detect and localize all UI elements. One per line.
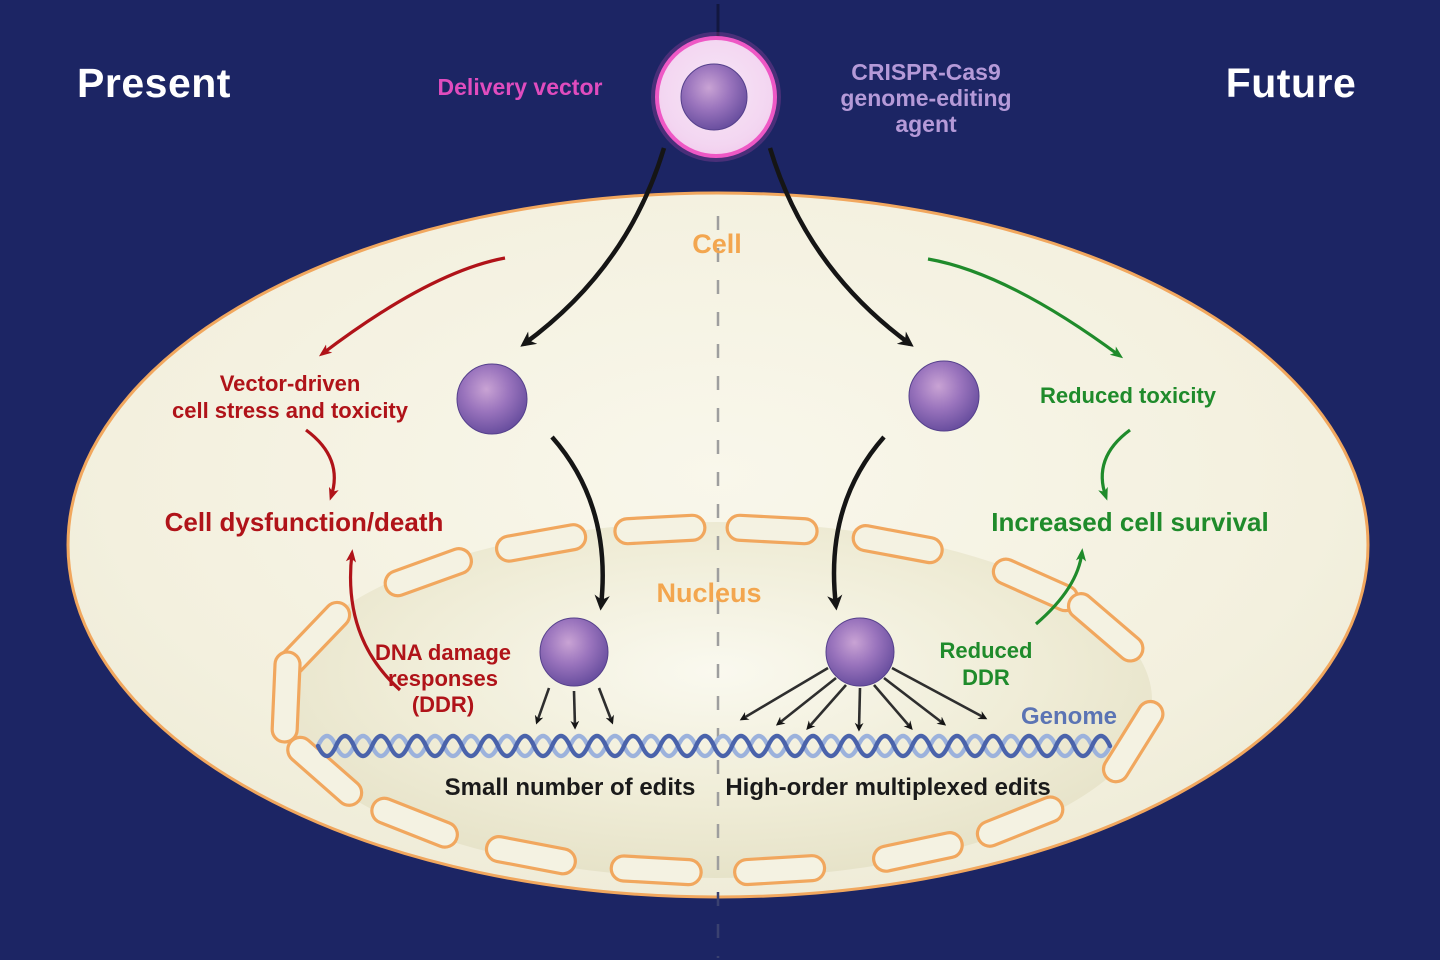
nuclear-envelope-segment <box>270 650 302 744</box>
nuclear-envelope-segment <box>383 547 473 598</box>
arrow-cytoplasm-to-nucleus-right <box>827 435 886 611</box>
edit-arrows-multiplexed <box>739 666 988 732</box>
nuclear-envelope <box>270 513 1165 887</box>
reduced-ddr-label: Reduced DDR <box>940 638 1033 690</box>
arrow-vector-to-cytoplasm-left <box>520 147 667 347</box>
nuclear-envelope-segment <box>1101 699 1165 784</box>
future-title: Future <box>1226 60 1357 106</box>
nucleus-body <box>280 522 1152 878</box>
nuclear-envelope-segment <box>733 854 827 887</box>
genome-label: Genome <box>1021 703 1117 730</box>
nuclear-envelope-segment <box>851 524 944 565</box>
increased-survival-label: Increased cell survival <box>991 507 1269 537</box>
agent-sphere-nucleus-right <box>825 617 895 687</box>
cas9-cargo-sphere <box>680 63 748 131</box>
nuclear-envelope-segment <box>613 513 707 546</box>
svg-text:(DDR): (DDR) <box>412 692 474 717</box>
agent-sphere-cytoplasm-left <box>456 363 528 435</box>
agent-sphere-nucleus-left <box>539 617 609 687</box>
arrow-cytoplasm-to-nucleus-left <box>550 435 610 611</box>
edit-arrows-small <box>534 687 614 730</box>
arrow-vector-to-cytoplasm-right <box>767 147 914 347</box>
nucleus-label: Nucleus <box>656 578 761 608</box>
nuclear-envelope-segment <box>609 854 703 887</box>
nuclear-envelope-segment <box>484 835 577 876</box>
delivery-vector-label: Delivery vector <box>438 74 603 100</box>
reduced-toxicity-label: Reduced toxicity <box>1040 383 1217 408</box>
svg-text:agent: agent <box>895 111 957 137</box>
nuclear-envelope-segment <box>370 796 459 849</box>
present-title: Present <box>77 60 231 106</box>
nuclear-envelope-segment <box>495 523 588 563</box>
nuclear-envelope-segment <box>872 831 964 873</box>
svg-text:DDR: DDR <box>962 665 1010 690</box>
nuclear-envelope-segment <box>725 513 819 546</box>
svg-text:Vector-driven: Vector-driven <box>220 371 361 396</box>
cell-label: Cell <box>692 229 742 259</box>
genome-dna-helix <box>315 733 1113 759</box>
small-edits-caption: Small number of edits <box>445 774 696 801</box>
multiplexed-edits-caption: High-order multiplexed edits <box>725 774 1050 801</box>
cell-dysfunction-label: Cell dysfunction/death <box>165 507 444 537</box>
vector-stress-label: Vector-driven cell stress and toxicity <box>172 371 409 423</box>
dna-damage-label: DNA damage responses (DDR) <box>375 640 511 717</box>
svg-text:genome-editing: genome-editing <box>840 85 1011 111</box>
svg-text:CRISPR-Cas9: CRISPR-Cas9 <box>851 59 1001 85</box>
arrow-green-to-survival <box>1098 428 1131 501</box>
svg-text:cell stress and toxicity: cell stress and toxicity <box>172 398 409 423</box>
delivery-vector-icon <box>651 32 781 162</box>
svg-text:Reduced: Reduced <box>940 638 1033 663</box>
nuclear-envelope-segment <box>1066 592 1145 663</box>
arrow-green-ddr-to-survival <box>1034 548 1087 626</box>
arrow-green-reduced-toxicity <box>927 257 1124 359</box>
arrow-red-to-dysfunction <box>305 428 339 501</box>
arrow-red-ddr-to-dysfunction <box>345 549 402 692</box>
agent-sphere-cytoplasm-right <box>908 360 980 432</box>
svg-text:DNA damage: DNA damage <box>375 640 511 665</box>
crispr-agent-label: CRISPR-Cas9 genome-editing agent <box>840 59 1011 137</box>
nuclear-envelope-segment <box>975 795 1065 848</box>
svg-text:responses: responses <box>388 666 498 691</box>
arrow-red-toxicity <box>318 256 506 357</box>
